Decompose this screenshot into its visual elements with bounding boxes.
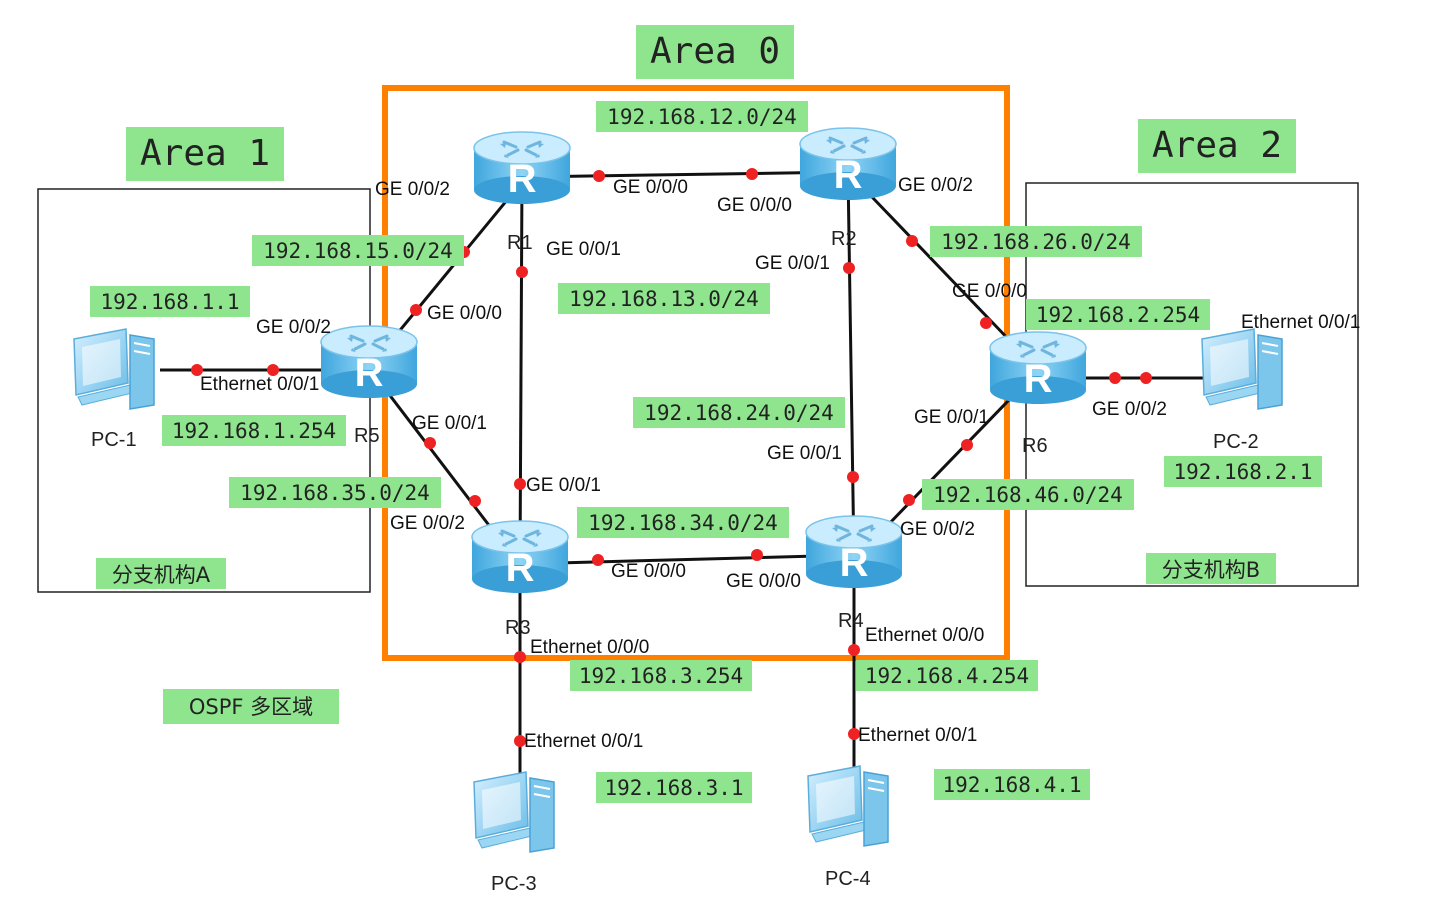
network-35-label: 192.168.35.0/24 [240,481,430,505]
pc2-port-e: Ethernet 0/0/1 [1241,312,1360,333]
r4-port-e: Ethernet 0/0/0 [865,625,984,646]
r5-port-g0: GE 0/0/0 [427,303,502,324]
link-r1-r3 [518,176,524,567]
pc2-label: PC-2 [1213,431,1259,453]
r4-port-g1: GE 0/0/1 [767,443,842,464]
pc2-address-label: 192.168.2.1 [1173,460,1312,484]
r6-port-g0: GE 0/0/0 [952,281,1027,302]
r2-label: R2 [831,228,857,250]
area1-label: Area 1 [140,133,270,174]
svg-text:R: R [506,546,535,590]
pc4-label: PC-4 [825,868,871,890]
network-13-label: 192.168.13.0/24 [569,287,759,311]
caption-label: OSPF 多区域 [189,695,313,719]
router-r3[interactable]: R [470,519,570,595]
r2-port-g1: GE 0/0/1 [755,253,830,274]
green-labels: Area 0 Area 1 Area 2 192.168.12.0/24 192… [90,25,1322,803]
svg-text:R: R [508,157,537,201]
router-r4[interactable]: R [804,514,904,590]
pc4-address-label: 192.168.4.1 [942,773,1081,797]
r6-port-g2: GE 0/0/2 [1092,399,1167,420]
pc-1[interactable] [73,328,155,410]
network-24-label: 192.168.24.0/24 [644,401,834,425]
r1-port-g0: GE 0/0/0 [613,177,688,198]
r4-port-g0: GE 0/0/0 [726,571,801,592]
pc3-address-label: 192.168.3.1 [604,776,743,800]
network-46-label: 192.168.46.0/24 [933,483,1123,507]
router-r1[interactable]: R [472,130,572,206]
link-r2-r4 [846,171,856,561]
r4-gateway-label: 192.168.4.254 [865,664,1029,688]
r3-port-g0: GE 0/0/0 [611,561,686,582]
r6-label: R6 [1022,435,1048,457]
branch-b-label: 分支机构B [1162,558,1260,582]
pc4-port-e: Ethernet 0/0/1 [858,725,977,746]
r2-port-g0: GE 0/0/0 [717,195,792,216]
pc-3[interactable] [473,771,555,853]
r4-label: R4 [838,610,864,632]
link-r3-r4 [519,553,855,566]
area2-label: Area 2 [1152,125,1282,166]
r3-port-g1: GE 0/0/1 [526,475,601,496]
r5-label: R5 [354,425,380,447]
svg-text:R: R [355,351,384,395]
r1-port-g1: GE 0/0/1 [546,239,621,260]
r6-port-g1: GE 0/0/1 [914,407,989,428]
network-26-label: 192.168.26.0/24 [941,230,1131,254]
port-dots [191,168,1152,747]
network-15-label: 192.168.15.0/24 [263,239,453,263]
pc1-label: PC-1 [91,429,137,451]
pc1-port-e: Ethernet 0/0/1 [200,374,319,395]
r4-port-g2: GE 0/0/2 [900,519,975,540]
pc-4[interactable] [807,765,889,847]
area0-label: Area 0 [650,31,780,72]
pc1-address-label: 192.168.1.1 [100,290,239,314]
pc3-port-e: Ethernet 0/0/1 [524,731,643,752]
svg-text:R: R [834,153,863,197]
network-34-label: 192.168.34.0/24 [588,511,778,535]
r5-gateway-label: 192.168.1.254 [172,419,336,443]
router-r2[interactable]: R [798,126,898,202]
r1-label: R1 [507,232,533,254]
r3-label: R3 [505,617,531,639]
router-r5[interactable]: R [319,324,419,400]
pc3-label: PC-3 [491,873,537,895]
r5-port-g2: GE 0/0/2 [256,317,331,338]
r1-port-g2: GE 0/0/2 [375,179,450,200]
port-labels: GE 0/0/2 GE 0/0/0 GE 0/0/1 GE 0/0/0 GE 0… [200,175,1360,752]
link-r1-r2 [525,170,849,179]
r2-port-g2: GE 0/0/2 [898,175,973,196]
router-r6[interactable]: R [988,330,1088,406]
r5-port-g1: GE 0/0/1 [412,413,487,434]
network-12-label: 192.168.12.0/24 [607,105,797,129]
branch-a-label: 分支机构A [112,563,211,587]
device-labels: R1 R2 R5 R6 R3 R4 PC-1 PC-2 PC-3 PC-4 [91,228,1259,895]
r6-gateway-label: 192.168.2.254 [1036,303,1200,327]
svg-text:R: R [840,541,869,585]
r3-port-g2: GE 0/0/2 [390,513,465,534]
r3-gateway-label: 192.168.3.254 [579,664,743,688]
svg-text:R: R [1024,357,1053,401]
r3-port-e: Ethernet 0/0/0 [530,637,649,658]
pc-2[interactable] [1201,328,1283,410]
